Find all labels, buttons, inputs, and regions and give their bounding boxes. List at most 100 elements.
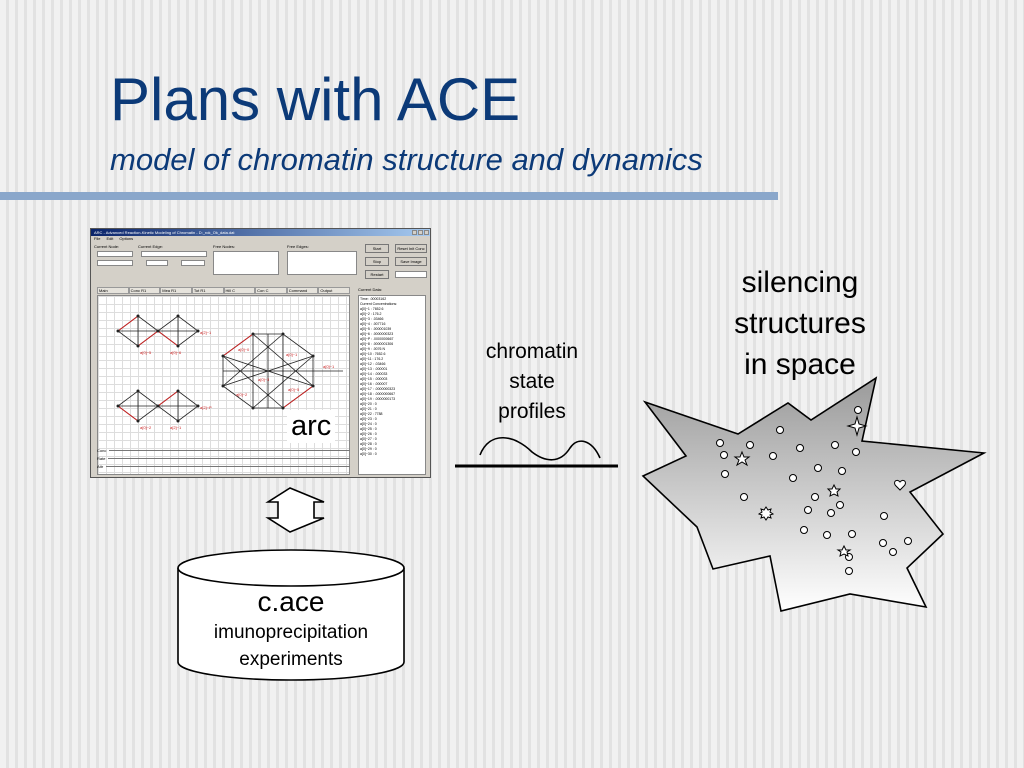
conc-line: a[0]~28 : 0	[360, 442, 377, 446]
free-edges-label: Free Edges:	[287, 244, 309, 249]
node-field[interactable]	[97, 251, 133, 257]
conc-line: a[0]~12 : .03466	[360, 362, 386, 366]
slide-title: Plans with ACE	[110, 66, 521, 133]
tab-con-c[interactable]: Con C	[255, 287, 287, 294]
conc-line: a[0]~22 : 7788	[360, 412, 383, 416]
conc-line: a[0]~P : .0000000667	[360, 337, 394, 341]
cace-label: c.ace imunoprecipitation experiments	[178, 585, 404, 673]
free-edges-list[interactable]	[287, 251, 357, 275]
conc-line: a[0]~27 : 0	[360, 437, 377, 441]
conc-line: a[0]~5 : .000001039	[360, 327, 392, 331]
reaction-graph-canvas[interactable]: a[0]~5 a[0]~6 a[2]~1 a[0]~2 a[2]~1 a[2]~P a[…	[97, 295, 350, 475]
tab-command[interactable]: Command	[286, 287, 319, 294]
svg-text:a[0]~6: a[0]~6	[170, 350, 182, 355]
svg-text:a[2]~1: a[2]~1	[170, 425, 182, 430]
current-node-label: Current Node:	[94, 244, 120, 249]
profile-curve	[479, 437, 601, 461]
current-edge-label: Current Edge:	[138, 244, 163, 249]
tab-conc-r1[interactable]: Conc R1	[128, 287, 161, 294]
current-data-label: Current Data:	[358, 287, 383, 292]
edge-field[interactable]	[141, 251, 207, 257]
conc-line: a[0]~23 : 0	[360, 417, 377, 421]
svg-text:a[0]~0: a[0]~0	[238, 347, 250, 352]
svg-text:a[0]~3: a[0]~3	[258, 377, 270, 382]
slider-rate[interactable]: Rate	[97, 454, 350, 462]
heart-icon	[894, 479, 906, 491]
conc-line: a[0]~9 : .0076 N	[360, 347, 386, 351]
conc-line: a[0]~30 : 0	[360, 452, 377, 456]
node-field-2[interactable]	[97, 260, 133, 266]
conc-line: a[0]~21 : 0	[360, 407, 377, 411]
svg-text:a[0]~2: a[0]~2	[140, 425, 152, 430]
save-image-button[interactable]: Save Image	[395, 257, 427, 266]
svg-text:a[2]~1: a[2]~1	[200, 330, 212, 335]
arc-label: arc	[287, 410, 336, 443]
star-icon	[836, 544, 852, 557]
menu-edit[interactable]: Edit	[106, 236, 114, 241]
edge-k-field[interactable]	[146, 260, 168, 266]
database-cylinder	[177, 568, 405, 681]
cace-line2: experiments	[239, 649, 343, 670]
conc-line: a[0]~4 : .007716	[360, 322, 386, 326]
svg-text:a[0]~1: a[0]~1	[286, 352, 298, 357]
conc-line: a[0]~11 : 176.2	[360, 357, 384, 361]
conc-line: a[0]~18 : .0000000667	[360, 392, 396, 396]
silencing-structures-label: silencing structures in space	[734, 266, 866, 381]
slider-conc[interactable]: Conc	[97, 446, 350, 454]
current-conc-label: Current Concentrations:	[360, 302, 398, 306]
svg-text:a[2]~P: a[2]~P	[200, 405, 212, 410]
conc-line: a[0]~20 : 0	[360, 402, 377, 406]
arc-app-window: ARC - Advanced Reaction-Kinetic Modeling…	[90, 228, 431, 478]
conc-line: a[0]~17 : .0000000323	[360, 387, 396, 391]
tab-tot-r1[interactable]: Tot R1	[191, 287, 224, 294]
edge-k2-field[interactable]	[181, 260, 205, 266]
conc-line: a[0]~14 : .000033	[360, 372, 388, 376]
current-data-panel[interactable]: Time: .00003162 Current Concentrations: …	[358, 295, 426, 475]
chromatin-profiles-label: chromatin state profiles	[485, 340, 579, 423]
step-spinner[interactable]	[395, 271, 427, 278]
slide-subtitle: model of chromatin structure and dynamic…	[110, 142, 703, 177]
tab-hill-c[interactable]: Hill C	[223, 287, 256, 294]
conc-line: a[0]~29 : 0	[360, 447, 377, 451]
close-icon[interactable]	[424, 230, 429, 235]
cace-title: c.ace	[257, 586, 325, 617]
conc-line: a[0]~15 : .000003	[360, 377, 388, 381]
svg-text:a[0]~2: a[0]~2	[236, 392, 248, 397]
time-value: Time: .00003162	[360, 297, 387, 301]
stop-button[interactable]: Stop	[365, 257, 389, 266]
menu-options[interactable]: Options	[119, 236, 134, 241]
conc-line: a[0]~10 : 7652.6	[360, 352, 386, 356]
conc-line: a[0]~8 : .0000001306	[360, 342, 394, 346]
reset-init-conc-button[interactable]: Reset Init Conc	[395, 244, 427, 253]
svg-text:a[0]~1: a[0]~1	[323, 364, 335, 369]
conc-line: a[0]~16 : .000007	[360, 382, 388, 386]
conc-line: a[0]~24 : 0	[360, 422, 377, 426]
svg-text:a[0]~5: a[0]~5	[140, 350, 152, 355]
sparkle-icon	[846, 415, 868, 437]
tab-main[interactable]: Main	[97, 287, 129, 294]
conc-line: a[0]~3 : .03466	[360, 317, 384, 321]
conc-line: a[0]~13 : .000001	[360, 367, 388, 371]
view-tabs: Main Conc R1 Mea R1 Tot R1 Hill C Con C …	[97, 287, 350, 294]
tab-mea-r1[interactable]: Mea R1	[160, 287, 192, 294]
double-arrow	[265, 487, 325, 533]
cace-line1: imunoprecipitation	[213, 622, 369, 643]
star-icon	[733, 450, 751, 467]
minimize-icon[interactable]	[412, 230, 417, 235]
maximize-icon[interactable]	[418, 230, 423, 235]
svg-text:a[0]~5: a[0]~5	[288, 387, 300, 392]
title-divider	[0, 192, 778, 200]
slider-attr[interactable]: Attr	[97, 462, 350, 470]
window-titlebar: ARC - Advanced Reaction-Kinetic Modeling…	[91, 229, 430, 236]
parameter-sliders: Conc Rate Attr	[97, 446, 350, 470]
tab-output[interactable]: Output	[318, 287, 350, 294]
conc-line: a[0]~2 : 176.2	[360, 312, 382, 316]
conc-line: a[0]~25 : 0	[360, 427, 377, 431]
free-nodes-list[interactable]	[213, 251, 279, 275]
start-button[interactable]: Start	[365, 244, 389, 253]
restart-button[interactable]: Restart	[365, 270, 389, 279]
menu-file[interactable]: File	[94, 236, 101, 241]
burst-icon	[757, 506, 775, 521]
